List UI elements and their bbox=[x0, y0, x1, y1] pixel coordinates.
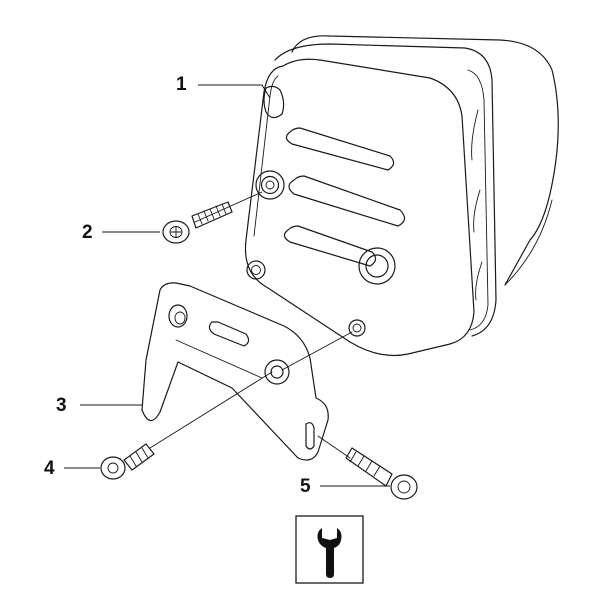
callout-label: 5 bbox=[300, 476, 311, 497]
screw bbox=[162, 191, 263, 244]
callout-label: 2 bbox=[82, 222, 93, 243]
collar-screw bbox=[317, 435, 418, 500]
callout-label: 4 bbox=[44, 458, 55, 479]
callout-1: 1 bbox=[176, 74, 271, 99]
callout-5: 5 bbox=[300, 476, 390, 497]
muffler bbox=[244, 35, 559, 357]
callout-4: 4 bbox=[44, 458, 100, 479]
callout-2: 2 bbox=[82, 222, 160, 243]
callout-label: 1 bbox=[176, 74, 187, 95]
callout-3: 3 bbox=[56, 395, 142, 416]
collar-screw bbox=[100, 371, 273, 480]
assembly-line bbox=[281, 331, 353, 371]
bracket bbox=[141, 282, 329, 461]
callout-label: 3 bbox=[56, 395, 67, 416]
wrench-icon bbox=[295, 515, 364, 584]
